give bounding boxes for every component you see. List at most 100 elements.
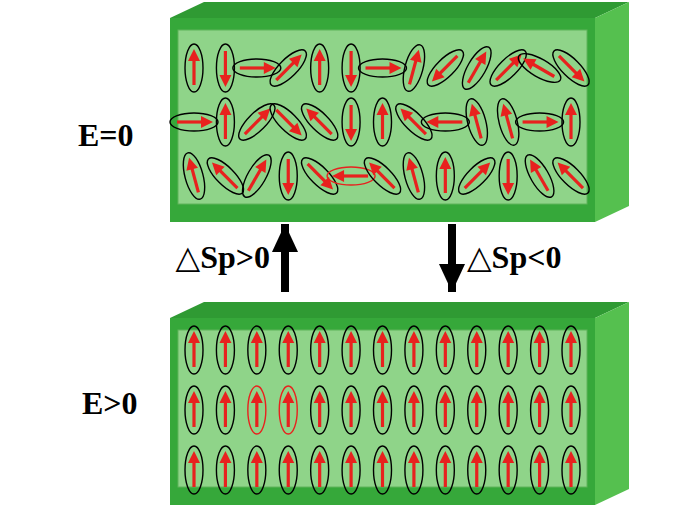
dipole-arrow-shaft [349,51,352,77]
dipole-arrow-shaft [255,461,258,487]
dipole-arrow-shaft [532,64,555,77]
molecule-outline [499,446,517,494]
dipole-arrow-shaft [569,461,572,487]
dipole-molecule [462,96,492,147]
dipole-arrow-head [219,451,231,463]
molecule-outline [374,326,392,374]
molecule-outline [405,386,423,434]
dipole-molecule [342,98,360,146]
dipole-molecule [405,326,423,374]
dipole-arrow-head [314,391,326,403]
molecule-outline [216,446,234,494]
dipole-molecule [342,446,360,494]
dipole-arrow-shaft [523,120,549,123]
dipole-arrow-shaft [318,401,321,427]
dipole-arrow-head [289,123,306,140]
molecule-outline [202,153,249,200]
molecule-outline [311,446,329,494]
dipole-arrow-head [258,104,275,121]
dipole-arrow-shaft [224,113,227,139]
dipole-arrow-shaft [192,461,195,487]
molecule-outline [374,446,392,494]
label-holder: △Sp<0 [467,240,561,275]
dipole-molecule [436,152,454,200]
molecule-outline [436,446,454,494]
dipole-arrow-head [201,116,213,128]
dipole-arrow-shaft [349,401,352,427]
dipole-molecule [311,326,329,374]
dipole-arrow-head [188,451,200,463]
dipole-molecule [248,386,266,434]
dipole-molecule [468,446,486,494]
dipole-arrow-head [390,62,402,74]
molecule-outline [233,59,281,77]
molecule-outline [514,48,565,88]
molecule-outline [311,386,329,434]
dipole-molecule [399,150,429,201]
slab-node: E=0 [60,0,650,224]
molecule-outline [342,446,360,494]
dipole-arrow-shaft [381,113,384,139]
dipole-molecule [359,59,407,77]
dipole-arrow-head [183,156,198,171]
dipole-arrow-head [439,451,451,463]
slab-top-face [170,302,629,318]
molecule-outline [170,113,218,131]
molecule-outline [531,326,549,374]
dipole-arrow-shaft [287,461,290,487]
dipole-molecule [185,446,203,494]
dipole-arrow-head [502,331,514,343]
dipole-arrow-head [188,391,200,403]
dipole-arrow-head [497,102,512,117]
molecule-outline [185,446,203,494]
dipole-arrow-shaft [507,461,510,487]
dipole-molecule [562,98,580,146]
dipole-arrow-head [572,69,589,86]
dipole-arrow-head [471,391,483,403]
dipole-molecule [531,386,549,434]
molecule-outline [436,152,454,200]
dipole-molecule [233,99,280,146]
molecule-outline [548,153,595,200]
dipole-arrow-head [439,391,451,403]
dipole-molecule [399,42,429,93]
field-label: E=0 [78,118,134,153]
molecule-outline [342,386,360,434]
dipole-molecule [499,152,517,200]
dipole-arrow-head [251,451,263,463]
dipole-arrow-head [377,103,389,115]
dipole-arrow-shaft [224,51,227,77]
transition-arrow [281,224,289,292]
dipole-molecule [499,326,517,374]
dipole-arrow-head [188,49,200,61]
dipole-molecule [548,45,595,92]
molecule-outline [562,326,580,374]
dipole-molecule [548,153,595,200]
dipole-arrow-shaft [287,341,290,367]
molecule-outline [185,386,203,434]
molecule-outline [296,99,343,146]
dipole-arrow-head [553,158,570,175]
dipole-arrow-shaft [192,341,195,367]
dipole-arrow-shaft [287,159,290,185]
molecule-outline [374,98,392,146]
dielectric-slab [170,2,629,222]
dipole-arrow-shaft [318,461,321,487]
dipole-arrow-head [439,157,451,169]
dipole-molecule [233,59,281,77]
dipole-arrow-shaft [248,168,261,191]
dipole-arrow-shaft [224,461,227,487]
entropy-change-label: △Sp<0 [467,240,561,275]
dipole-arrow-shaft [444,341,447,367]
dipole-molecule [327,167,375,185]
molecule-outline [216,386,234,434]
dipole-arrow-head [403,156,418,171]
molecule-outline [562,98,580,146]
dipole-molecule [296,99,343,146]
dipole-molecule [531,326,549,374]
molecule-outline [248,386,266,434]
dipole-arrow-shaft [468,60,481,83]
dipole-molecule [499,386,517,434]
molecule-outline [179,150,209,201]
